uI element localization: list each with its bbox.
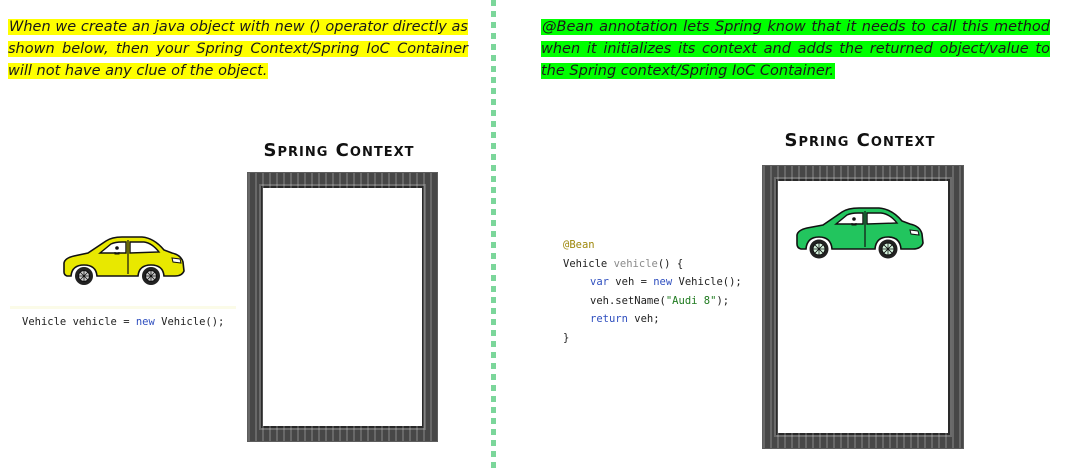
code-new-keyword-2: new xyxy=(653,276,673,288)
left-code-snippet: Vehicle vehicle = new Vehicle(); xyxy=(22,314,224,330)
code-op: = xyxy=(123,316,130,328)
code-new-keyword: new xyxy=(135,316,155,328)
right-note: @Bean annotation lets Spring know that i… xyxy=(541,16,1050,82)
code-line-4: veh.setName("Audi 8"); xyxy=(563,292,742,311)
left-context-title: Spring Context xyxy=(263,140,415,161)
code-l4-end: veh; xyxy=(634,313,660,325)
left-note-text: When we create an java object with new (… xyxy=(8,19,468,79)
code-l3-end: ); xyxy=(716,294,730,307)
code-ctor: Vehicle(); xyxy=(161,316,225,328)
code-line-6: } xyxy=(563,329,742,348)
panel-divider xyxy=(491,0,496,469)
code-line-1: @Bean xyxy=(563,236,742,255)
code-close-brace: } xyxy=(563,331,570,344)
code-l2-mid: veh = xyxy=(615,276,647,288)
yellow-car-icon xyxy=(63,236,185,285)
code-sig-method: vehicle xyxy=(613,257,658,270)
code-var-keyword: var xyxy=(590,276,609,288)
code-var: vehicle xyxy=(72,316,117,328)
code-line-3: var veh = new Vehicle(); xyxy=(563,273,742,292)
right-context-title: Spring Context xyxy=(784,130,936,151)
code-line-5: return veh; xyxy=(563,310,742,329)
code-type: Vehicle xyxy=(22,316,67,328)
left-spring-context-frame xyxy=(248,173,437,441)
code-line-highlight xyxy=(10,306,236,309)
right-note-text: @Bean annotation lets Spring know that i… xyxy=(541,19,1050,79)
code-sig-type: Vehicle xyxy=(563,257,608,270)
code-string: "Audi 8" xyxy=(665,294,717,307)
left-note: When we create an java object with new (… xyxy=(8,16,468,82)
code-l3-start: veh.setName( xyxy=(590,294,666,307)
green-car-icon xyxy=(796,207,924,259)
code-return-keyword: return xyxy=(590,313,628,325)
code-line-2: Vehicle vehicle() { xyxy=(563,255,742,274)
code-l2-end: Vehicle(); xyxy=(678,276,742,288)
code-annotation: @Bean xyxy=(563,239,595,251)
code-sig-rest: () { xyxy=(657,257,684,270)
